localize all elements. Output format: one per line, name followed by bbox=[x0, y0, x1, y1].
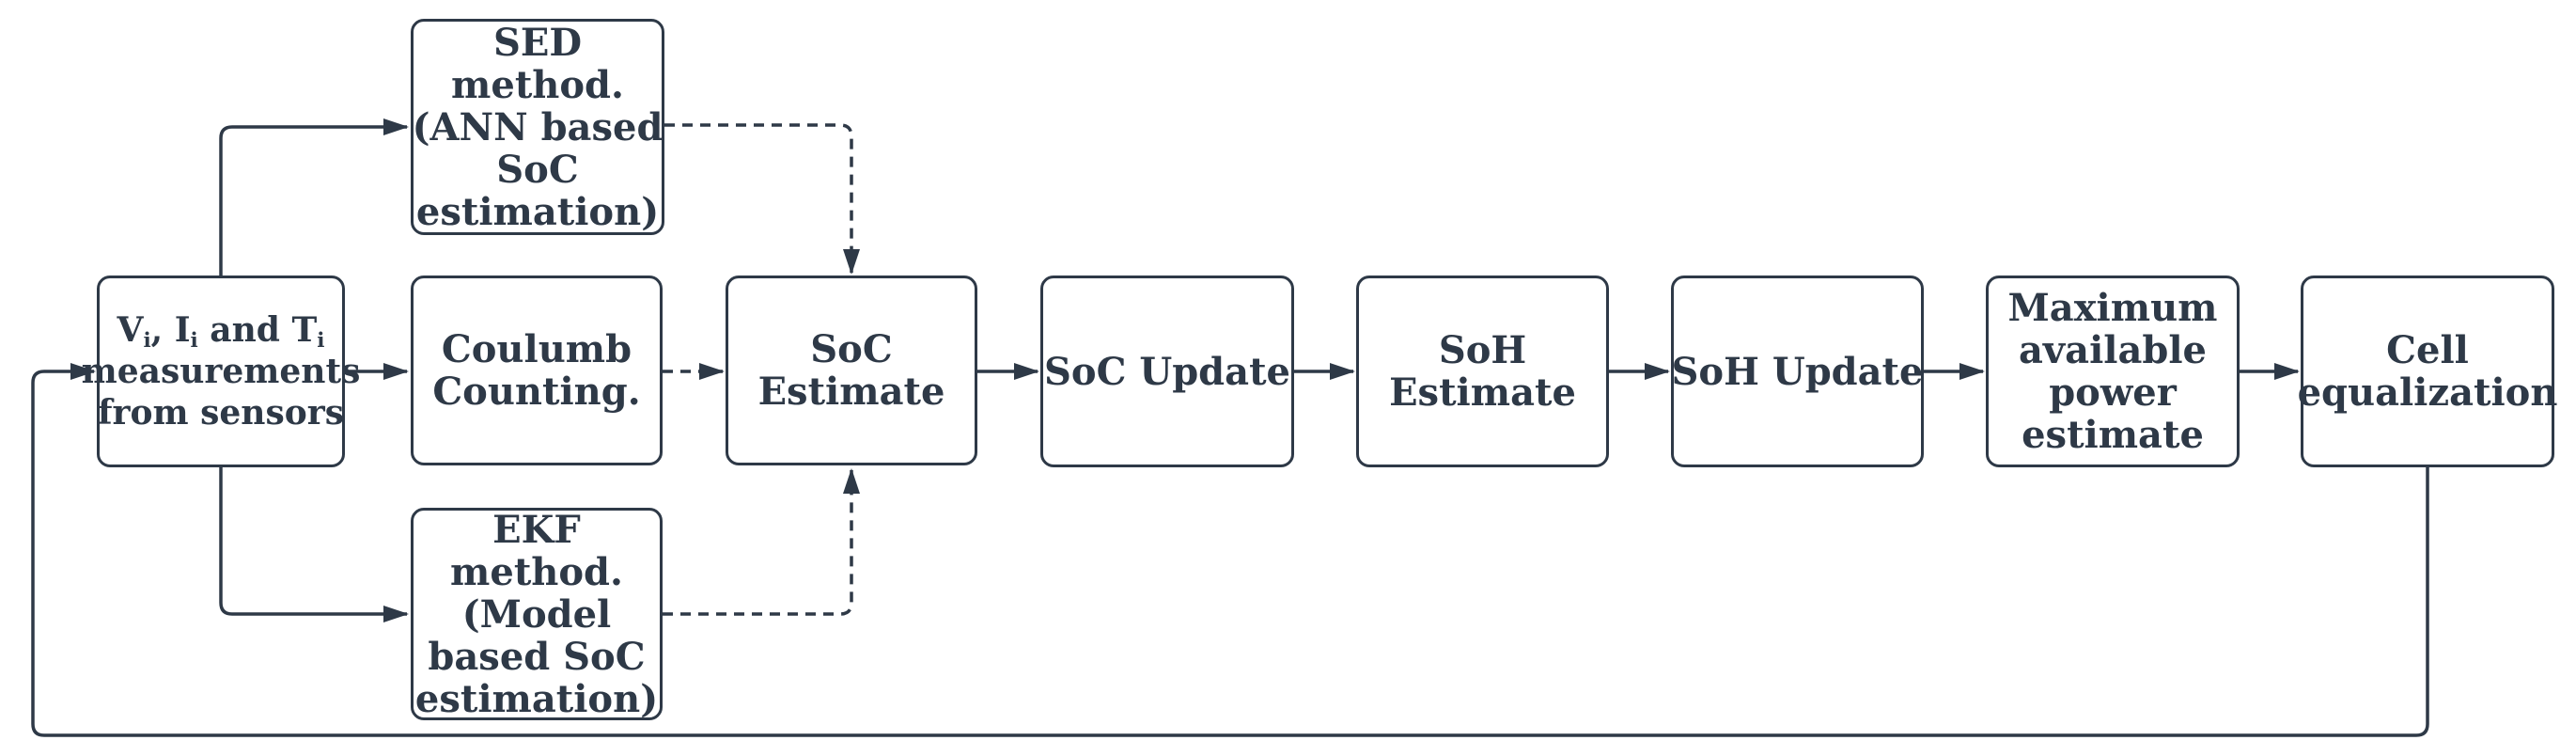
edge-sed-to-soc-estimate bbox=[664, 123, 860, 275]
box-soh-estimate: SoH Estimate bbox=[1356, 276, 1609, 467]
subscript-i: i bbox=[143, 329, 151, 354]
box-cell-equalization: Cell equalization bbox=[2298, 276, 2557, 467]
box-soh-update: SoH Update bbox=[1671, 276, 1924, 467]
box-ekf-method: EKF method. (Model based SoC estimation) bbox=[411, 508, 663, 720]
box-measurements: Vi, Ii and Ti measurements from sensors bbox=[82, 276, 360, 467]
subscript-i: i bbox=[317, 329, 325, 354]
box-max-available-power: Maximum available power estimate bbox=[1986, 276, 2240, 467]
box-soc-update: SoC Update bbox=[1040, 276, 1294, 467]
edge-ekf-to-soc-estimate bbox=[663, 468, 860, 616]
box-soc-estimate: SoC Estimate bbox=[726, 276, 977, 465]
edge-measurements-to-ekf bbox=[219, 467, 409, 622]
measurements-line-2: measurements bbox=[81, 352, 361, 391]
box-sed-method: SED method. (ANN based SoC estimation) bbox=[411, 19, 664, 235]
edge-cell-equalization-feedback-to-measurements bbox=[31, 363, 2429, 737]
edge-measurements-to-sed bbox=[219, 118, 409, 276]
measurements-line-signals: Vi, Ii and Ti bbox=[117, 310, 325, 354]
subscript-i: i bbox=[190, 329, 198, 354]
box-coulumb-counting: Coulumb Counting. bbox=[411, 276, 663, 465]
measurements-line-3: from sensors bbox=[98, 393, 344, 433]
